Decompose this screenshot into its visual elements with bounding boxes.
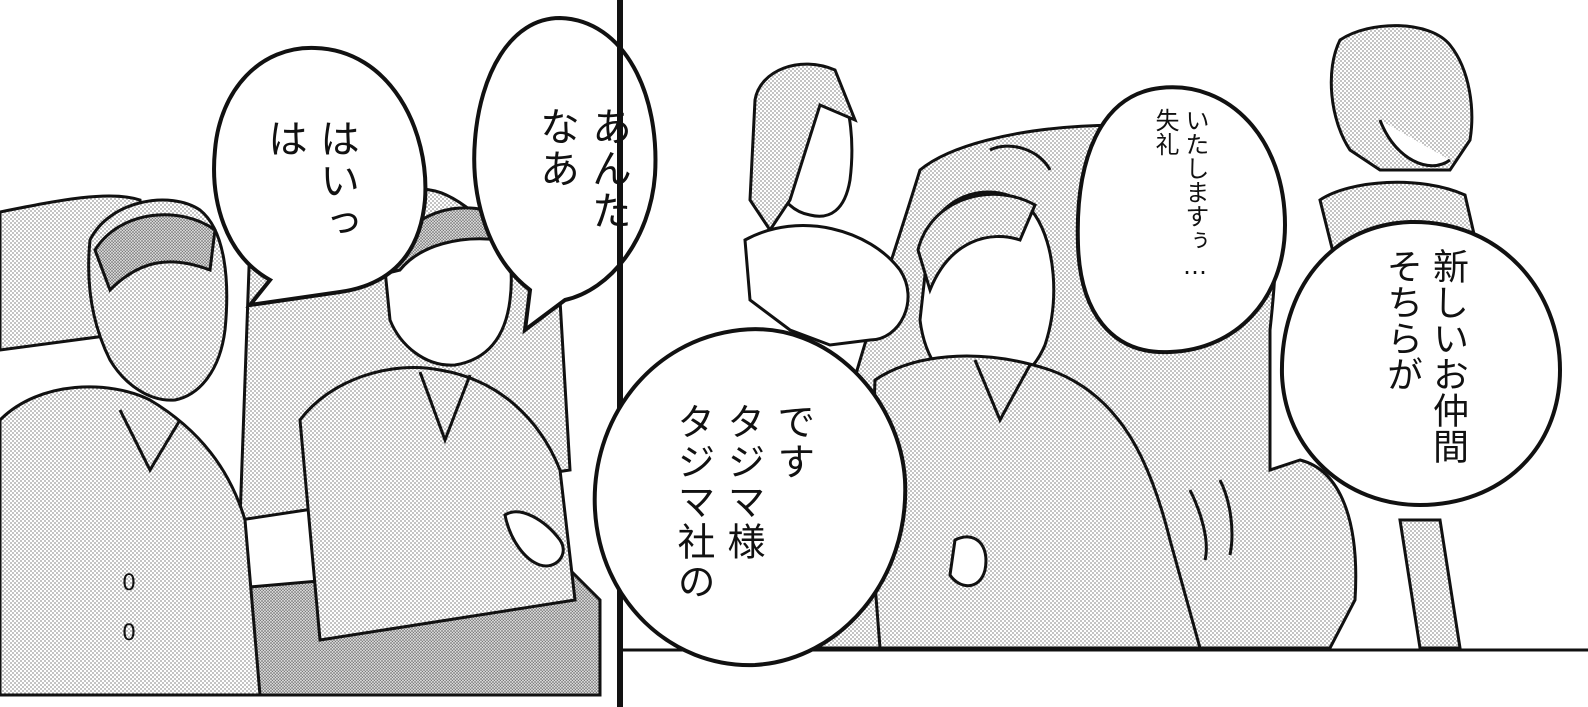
bubble-line: です	[771, 402, 815, 482]
bubble-line: なあ	[533, 106, 579, 190]
maid-left	[743, 62, 910, 347]
bubble-text-sochira: 新しいお仲間 そちらが	[1378, 248, 1470, 464]
bubble-text-naa: あんた なあ	[530, 106, 634, 232]
bubble-line: タジマ社の	[671, 402, 715, 602]
bubble-line: 失礼	[1151, 108, 1179, 156]
bubble-line: 新しいお仲間	[1427, 248, 1468, 464]
svg-text:0: 0	[122, 621, 136, 646]
smiling-man	[298, 206, 577, 642]
bubble-line: いたしますぅ…	[1181, 108, 1209, 280]
speech-bubble-shitsurei	[1075, 85, 1288, 355]
bubble-text-shitsurei: いたしますぅ… 失礼	[1150, 108, 1210, 280]
old-man	[868, 190, 1202, 650]
bubble-line: タジマ様	[721, 402, 765, 562]
speech-bubble-tajima	[592, 327, 908, 668]
bubble-line: は	[261, 118, 307, 160]
bubble-line: あんた	[585, 106, 631, 232]
speech-bubble-hai	[212, 45, 428, 308]
worried-man: 0 0	[0, 198, 262, 697]
bubble-text-hai: はいっ は	[258, 118, 362, 244]
bubble-line: はいっ	[313, 118, 359, 244]
speech-bubble-naa	[472, 15, 658, 335]
right-panel	[592, 24, 1563, 668]
bubble-text-tajima: です タジマ様 タジマ社の	[668, 402, 818, 602]
bubble-line: そちらが	[1381, 248, 1422, 392]
speech-bubble-sochira	[1279, 219, 1563, 508]
svg-text:0: 0	[122, 571, 136, 596]
left-panel: 0 0	[0, 15, 658, 697]
